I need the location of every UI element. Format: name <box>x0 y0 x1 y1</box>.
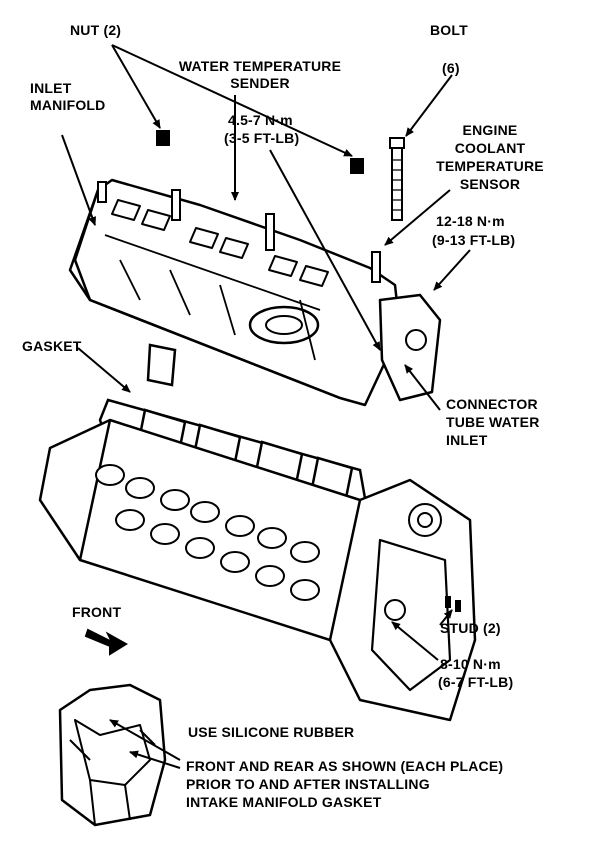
label-torque-c-2: (6-7 FT-LB) <box>438 674 514 690</box>
label-connector-3: INLET <box>446 432 488 448</box>
label-water-temp-sender-2: SENDER <box>230 75 290 91</box>
label-front: FRONT <box>72 604 122 620</box>
label-bolt-qty: (6) <box>442 60 460 76</box>
label-torque-a-1: 4.5-7 N·m <box>228 112 293 128</box>
front-arrow <box>84 628 128 656</box>
label-inlet-manifold-2: MANIFOLD <box>30 97 106 113</box>
label-torque-c-1: 8-10 N·m <box>440 656 501 672</box>
manifold-studs <box>97 181 381 283</box>
label-ects-3: TEMPERATURE <box>436 158 544 174</box>
engine-block <box>38 418 477 722</box>
label-ects-4: SENSOR <box>459 176 521 192</box>
label-connector-2: TUBE WATER <box>446 414 540 430</box>
label-nut: NUT (2) <box>70 22 122 38</box>
label-note-1: USE SILICONE RUBBER <box>188 724 355 740</box>
bolt-hardware <box>389 137 405 221</box>
label-gasket: GASKET <box>22 338 82 354</box>
label-torque-a-2: (3-5 FT-LB) <box>224 130 300 146</box>
inlet-manifold <box>68 178 442 407</box>
stud-hardware <box>445 596 461 612</box>
label-inlet-manifold-1: INLET <box>30 80 72 96</box>
label-bolt: BOLT <box>430 22 468 38</box>
label-connector-1: CONNECTOR <box>446 396 538 412</box>
label-note-4: INTAKE MANIFOLD GASKET <box>186 794 382 810</box>
label-ects-2: COOLANT <box>454 140 526 156</box>
label-note-3: PRIOR TO AND AFTER INSTALLING <box>186 776 430 792</box>
label-note-2: FRONT AND REAR AS SHOWN (EACH PLACE) <box>186 758 504 774</box>
label-torque-b-1: 12-18 N·m <box>436 213 505 229</box>
leader-lines <box>61 44 471 769</box>
label-water-temp-sender-1: WATER TEMPERATURE <box>178 58 342 74</box>
label-ects-1: ENGINE <box>462 122 518 138</box>
nut-hardware <box>156 130 364 174</box>
label-stud: STUD (2) <box>440 620 501 636</box>
label-torque-b-2: (9-13 FT-LB) <box>432 232 516 248</box>
silicone-detail-inset <box>58 683 167 827</box>
